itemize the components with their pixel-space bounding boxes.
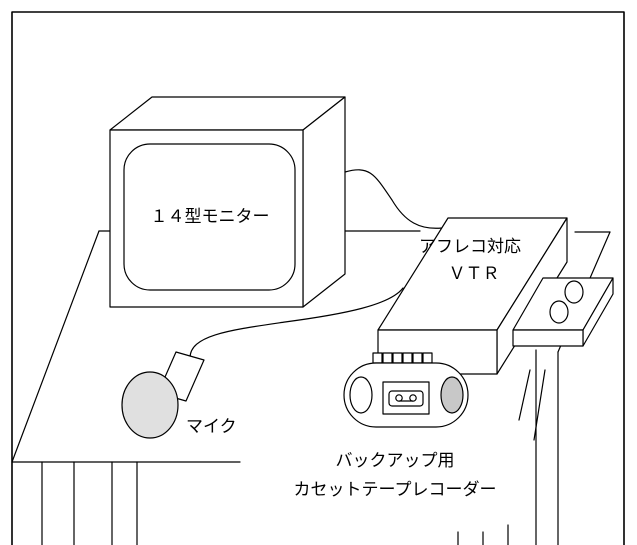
speaker-right (440, 376, 464, 414)
recorder-label-line1: バックアップ用 (336, 451, 455, 471)
table (11, 230, 611, 545)
mic-label: マイク (186, 417, 237, 437)
vtr-label-line1: アフレコ対応 (419, 237, 521, 257)
diagram-frame (11, 11, 625, 545)
monitor (109, 96, 346, 308)
reel-circle-1 (564, 280, 584, 304)
speaker-left (349, 376, 373, 414)
cassette-recorder (343, 352, 469, 428)
microphone (121, 351, 205, 439)
recorder-label-line2: カセットテープレコーダー (294, 480, 497, 500)
tape-deck-box (512, 277, 614, 347)
monitor-screen (123, 143, 296, 291)
monitor-vtr-cable (344, 169, 443, 229)
vtr-label-line2: ＶＴＲ (449, 264, 500, 284)
monitor-label: １４型モニター (151, 207, 270, 227)
mic-head (121, 371, 179, 439)
mic-cable (189, 287, 404, 359)
recorder-buttons (372, 352, 433, 364)
reel-circle-2 (549, 300, 569, 324)
